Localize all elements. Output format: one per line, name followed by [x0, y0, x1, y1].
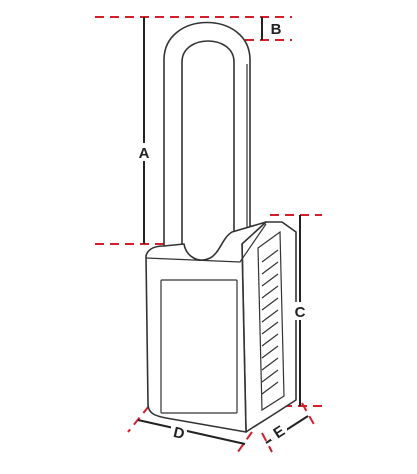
- label-a-bg: [136, 143, 152, 161]
- label-panel: [160, 279, 238, 414]
- guide-e-left: [261, 432, 273, 453]
- padlock-body: [145, 221, 297, 433]
- label-c: C: [295, 304, 306, 321]
- guide-e-right: [301, 402, 317, 429]
- body-front-face: [145, 221, 267, 433]
- label-b-bg: [268, 19, 284, 37]
- shackle-outer: [163, 21, 251, 251]
- label-c-bg: [292, 302, 308, 320]
- side-grip-frame: [257, 230, 285, 412]
- guide-d-left: [127, 405, 150, 433]
- label-b: B: [271, 21, 282, 38]
- label-a: A: [139, 145, 150, 162]
- body-side-face: [241, 221, 297, 433]
- side-grip-ridges: [261, 249, 279, 395]
- label-d: D: [172, 424, 187, 443]
- dimension-line-d: [137, 419, 246, 445]
- body-top-edge: [145, 223, 267, 263]
- padlock-shackle: [163, 21, 251, 251]
- dimension-labels: A B C D E: [136, 19, 308, 443]
- label-e-bg: [271, 422, 287, 440]
- label-d-bg: [171, 423, 187, 441]
- guide-d-right: [234, 431, 253, 457]
